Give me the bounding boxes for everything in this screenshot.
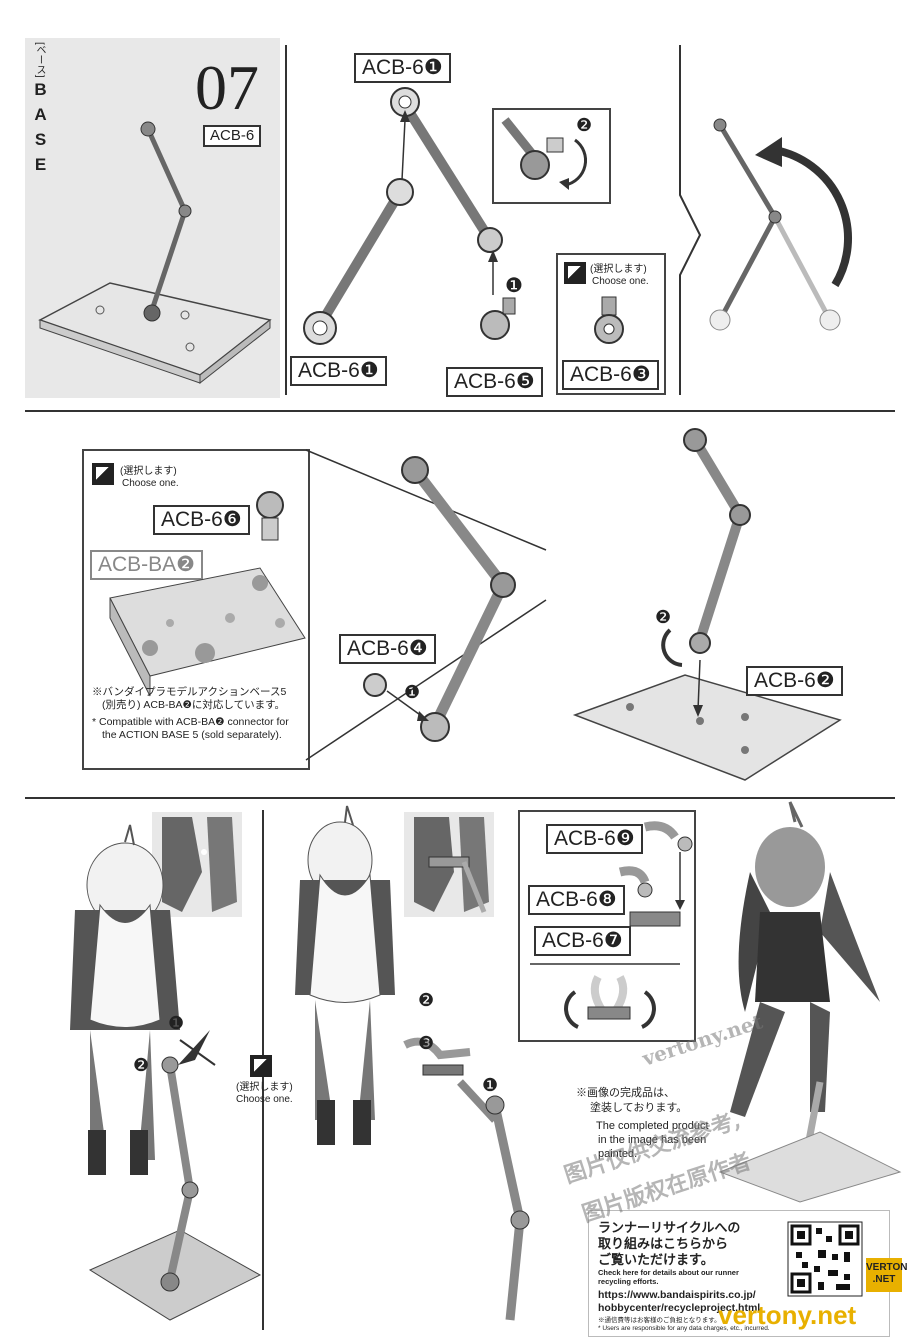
arm-assembly-diagram (303, 87, 516, 345)
recycle-title-3: ご覧いただけます。 (598, 1252, 714, 1267)
choose-one-icon (564, 262, 586, 284)
completed-en-1: The completed product (596, 1120, 709, 1132)
recycle-url-1[interactable]: https://www.bandaispirits.co.jp/ (598, 1289, 756, 1301)
step-number: 07 (195, 52, 259, 123)
step-mark-s3-3: ❷ (418, 990, 435, 1010)
choose-one-icon-s2 (92, 463, 114, 485)
badge-line-1: VERTONY (866, 1262, 907, 1273)
tag-acb6-9: ACB-6❾ (546, 824, 643, 854)
tag-acb6-3: ACB-6❸ (562, 360, 659, 390)
step-mark-s3-4: ❸ (418, 1033, 435, 1053)
watermark-site-2: vertony.net (718, 1300, 857, 1330)
tag-acb6-5: ACB-6❺ (446, 367, 543, 397)
action-base-illustration (109, 567, 306, 697)
tag-acb6-8: ACB-6❽ (528, 885, 625, 915)
completed-en-2: in the image has been (598, 1134, 707, 1146)
tag-acb6-7: ACB-6❼ (534, 926, 631, 956)
completed-en-3: painted. (598, 1148, 638, 1160)
choose-box-s1 (556, 253, 666, 395)
divider-top (25, 410, 895, 412)
base-label-en: BASE (31, 80, 50, 180)
choose-one-icon-s3 (250, 1055, 272, 1077)
step-mark-s3-2: ❷ (133, 1055, 150, 1075)
recycle-en-1: Check here for details about our runner (598, 1268, 739, 1277)
long-arm-illustration (363, 456, 516, 742)
stand-arm-section3 (485, 1095, 530, 1321)
divider-middle (25, 797, 895, 799)
watermark-badge: VERTONY .NET (866, 1258, 907, 1292)
recycle-title-2: 取り組みはこちらから (598, 1236, 729, 1251)
tag-acb6-2: ACB-6❷ (746, 666, 843, 696)
callout-lines (305, 449, 547, 761)
choose-box-s2 (82, 449, 310, 770)
step-mark-1: ❶ (505, 275, 523, 297)
stand-illustration (38, 121, 272, 385)
figure-back-view-2 (295, 805, 498, 1145)
detail-zoom-illustration (501, 117, 588, 190)
choose-ja-s1: (選択します) (590, 264, 647, 275)
joint-part-illustration (594, 296, 624, 344)
note-en-1: * Compatible with ACB-BA❷ connector for (92, 716, 289, 728)
note-ja-1: ※バンダイプラモデルアクションベース5 (92, 686, 287, 698)
rotation-diagram (679, 45, 852, 395)
step-mark-s3-1: ❶ (168, 1013, 185, 1033)
step-mark-s2-2: ❷ (655, 607, 672, 627)
choose-en-s3: Choose one. (236, 1094, 293, 1105)
figure-back-view-1 (70, 824, 262, 1321)
step-mark-s2-1: ❶ (404, 682, 421, 702)
completed-figure-photo (718, 801, 902, 1203)
divider-vertical-s1 (285, 45, 287, 395)
step-mark-s3-5: ❶ (482, 1075, 499, 1095)
note-en-2: the ACTION BASE 5 (sold separately). (102, 729, 282, 741)
badge-line-2: .NET (872, 1274, 896, 1285)
tag-acb6-6: ACB-6❻ (153, 505, 250, 535)
choose-ja-s2: (選択します) (120, 466, 177, 477)
recycle-note-1: ※通信費等はお客様のご負担となります。 (598, 1317, 721, 1324)
connector-part-illustration (256, 491, 284, 541)
tag-acb6-4: ACB-6❹ (339, 634, 436, 664)
zoom-panel-2-illustration (414, 817, 489, 913)
completed-ja-1: ※画像の完成品は、 (576, 1087, 675, 1099)
tag-acb-ba-2: ACB-BA❷ (90, 550, 204, 580)
zoom-panel-1-illustration (162, 817, 237, 912)
recycle-en-2: recycling efforts. (598, 1277, 659, 1286)
base-with-stand-illustration (572, 428, 842, 781)
tag-acb6-1-top: ACB-6❶ (354, 53, 451, 83)
note-ja-2: (別売り) ACB-BA❷に対応しています。 (102, 699, 286, 711)
choose-en-s1: Choose one. (592, 276, 649, 287)
recycle-note-2: * Users are responsible for any data cha… (598, 1325, 770, 1332)
base-label-ja: [ベース] (34, 42, 45, 78)
completed-ja-2: 塗装しております。 (590, 1102, 688, 1114)
recycle-title-1: ランナーリサイクルへの (598, 1220, 741, 1235)
step-mark-2: ❷ (576, 115, 593, 135)
tag-acb6-1-arm: ACB-6❶ (290, 356, 387, 386)
parts-illustration-s3 (530, 821, 693, 1029)
choose-ja-s3: (選択します) (236, 1082, 293, 1093)
choose-en-s2: Choose one. (122, 478, 179, 489)
recycle-url-2[interactable]: hobbycenter/recycleproject.html (598, 1302, 761, 1314)
qr-code[interactable] (787, 1221, 863, 1297)
step-part-tag: ACB-6 (203, 125, 262, 147)
parts-box-s3 (518, 810, 696, 1042)
